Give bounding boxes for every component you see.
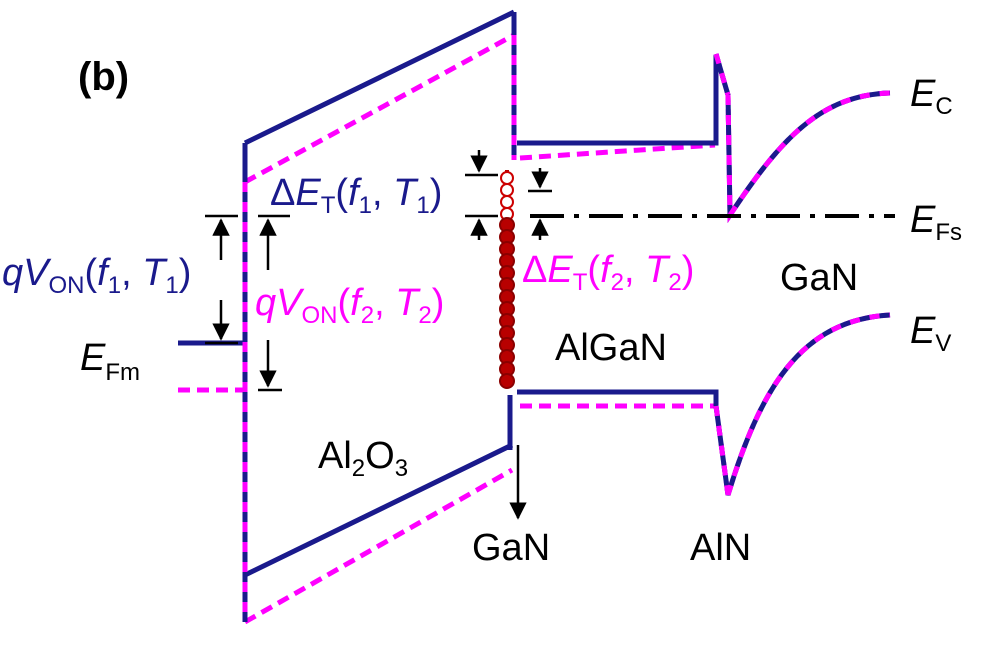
spike-overlay [713,53,731,96]
qvon1-label: qVON(f1, T1) [2,252,191,299]
gan-valence-overlay [725,312,891,496]
oxide-conduction-band-2 [243,32,516,185]
gan-valence-band-1 [713,312,891,496]
ec-label: EC [910,73,953,120]
gan-conduction-band-1 [713,53,891,224]
trap-empty-states [500,171,514,221]
oxide-valence-band-1 [243,442,514,578]
gan-conduction-band-2 [713,53,891,224]
oxide-conduction-band-1 [243,9,516,146]
gan-right-label: GaN [780,257,858,299]
gan-conduction-overlay [725,90,891,224]
gan-cap-label: GaN [472,527,550,569]
spike-valence-overlay [713,405,731,496]
shared-edge-overlay [242,35,891,622]
interface-traps [499,170,515,389]
algan-conduction-band-2 [519,142,716,161]
oxide-label: Al2O3 [318,435,408,482]
panel-label: (b) [78,55,129,99]
efm-label: EFm [80,337,140,386]
gan-valence-band-2 [713,312,891,496]
qvon2-label: qVON(f2, T2) [255,282,444,329]
ev-label: EV [910,310,951,357]
algan-label: AlGaN [555,327,667,369]
efs-label: EFs [910,199,962,246]
aln-label: AlN [690,527,751,569]
algan-valence-band-1 [517,389,719,406]
measurement-marks [205,150,552,520]
det1-label: ΔET(f1, T1) [270,172,442,219]
det2-label: ΔET(f2, T2) [522,249,694,296]
algan-conduction-band-1 [517,55,719,146]
oxide-valence-band-2 [243,467,514,625]
trap-filled-states [499,217,515,389]
